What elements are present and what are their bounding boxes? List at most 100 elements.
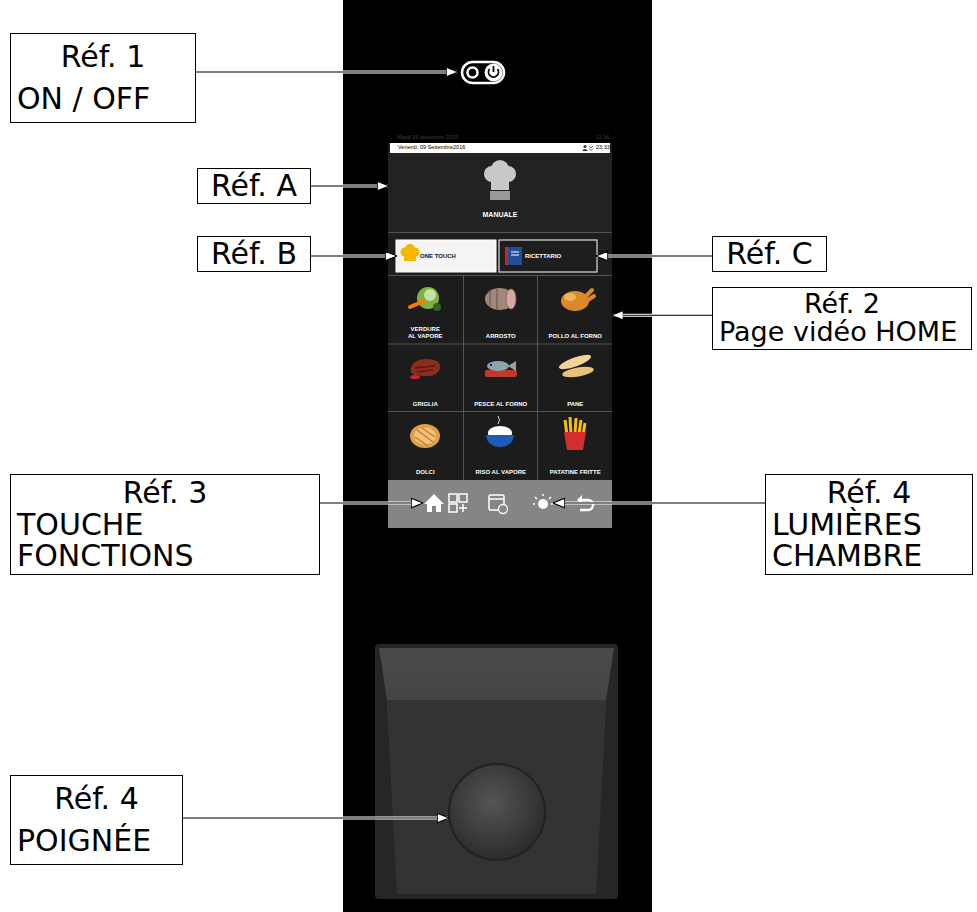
arrow-line xyxy=(613,315,713,316)
ghost-date: Mardi 29 décembre 2015 xyxy=(397,135,458,141)
callout-box: Réf. A xyxy=(197,168,311,204)
chicken-icon xyxy=(586,290,594,300)
vegetables-icon xyxy=(433,303,441,311)
program-tile: ARROSTO xyxy=(464,276,539,344)
light-key-icon xyxy=(538,499,548,509)
calendar-key-icon xyxy=(489,495,508,514)
steak-icon xyxy=(410,375,420,379)
light-key-icon xyxy=(533,494,553,504)
arrow-halo xyxy=(311,255,396,258)
callout-box: Réf. B xyxy=(197,236,311,272)
screen-label: ARROSTO xyxy=(486,333,516,340)
program-tile: VERDURE AL VAPORE xyxy=(388,276,463,344)
leader-lines xyxy=(318,502,422,505)
callout-ref: Réf. 4 xyxy=(772,477,966,509)
callout-text: ON / OFF xyxy=(17,78,189,120)
touch-screen xyxy=(390,143,610,153)
power-button xyxy=(468,68,478,78)
door-handle xyxy=(387,700,606,894)
control-panel xyxy=(343,0,652,912)
light-key-icon xyxy=(533,494,553,509)
home-key-icon xyxy=(424,494,444,512)
functions-key-icon xyxy=(449,494,457,502)
callout-ref: Réf. 1 xyxy=(17,36,189,78)
roast-icon xyxy=(485,288,515,310)
touch-screen xyxy=(388,233,612,276)
arrow-line xyxy=(311,185,388,186)
recipe-book-icon xyxy=(505,247,522,265)
screen-label: ONE TOUCH xyxy=(420,253,456,260)
vegetables-icon xyxy=(424,289,436,301)
arrow-line xyxy=(311,255,396,256)
chicken-icon xyxy=(561,290,594,311)
callout-ref: Réf. 2 xyxy=(719,290,965,318)
touch-screen xyxy=(388,133,612,528)
fish-icon xyxy=(485,361,517,377)
fish-icon xyxy=(485,370,517,377)
screen-tab: RICETTARIO xyxy=(499,240,597,272)
one-touch-icon xyxy=(401,244,420,261)
rice-icon xyxy=(486,416,514,447)
leader-lines xyxy=(318,502,422,503)
callout-ref: Réf. C xyxy=(719,239,820,269)
screen-label: PESCE AL FORNO xyxy=(474,401,527,408)
screen-label: RICETTARIO xyxy=(525,253,561,260)
callout-arrow xyxy=(311,256,396,257)
program-tile: RISO AL VAPORE xyxy=(464,412,539,480)
rice-icon xyxy=(486,435,514,447)
screen-tab: ONE TOUCH xyxy=(396,240,496,272)
power-button xyxy=(485,64,503,82)
steak-icon xyxy=(411,359,440,376)
chef-hat-icon xyxy=(484,160,516,200)
program-tile: PATATINE FRITTE xyxy=(538,412,613,480)
pie-icon xyxy=(410,424,440,448)
power-button xyxy=(493,66,495,72)
one-touch-icon xyxy=(404,252,416,261)
leader-lines xyxy=(181,72,767,818)
callout-ref: Réf. A xyxy=(204,171,304,201)
callout-arrow xyxy=(311,186,388,187)
arrow-halo xyxy=(597,255,712,258)
program-tile: GRIGLIA xyxy=(388,345,463,413)
calendar-key-icon xyxy=(489,498,504,500)
door-handle xyxy=(449,764,545,860)
steak-icon xyxy=(410,359,440,379)
callout-arrow xyxy=(597,256,712,257)
screen-label: DOLCI xyxy=(416,469,435,476)
power-button xyxy=(462,62,504,83)
callout-ref: Réf. B xyxy=(204,239,304,269)
screen-label: PATATINE FRITTE xyxy=(550,469,601,476)
screen-label: GRIGLIA xyxy=(413,401,438,408)
screen-label: VERDURE AL VAPORE xyxy=(407,326,444,340)
steak-icon xyxy=(415,366,435,372)
leader-lines xyxy=(181,817,448,818)
leader-lines xyxy=(181,817,448,820)
program-tile: POLLO AL FORNO xyxy=(538,276,613,344)
calendar-key-icon xyxy=(499,505,508,514)
fish-icon xyxy=(508,361,516,371)
door-handle xyxy=(375,644,618,899)
touch-screen xyxy=(396,240,496,272)
screen-label: RISO AL VAPORE xyxy=(475,469,526,476)
roast-icon xyxy=(506,289,516,309)
touch-screen xyxy=(463,276,464,480)
functions-key-icon xyxy=(459,504,467,512)
callout-box: Réf. 2Page vidéo HOME xyxy=(712,287,972,350)
functions-key-icon xyxy=(449,494,467,512)
recipe-book-icon xyxy=(505,247,508,265)
touch-screen xyxy=(388,344,612,345)
vegetables-icon xyxy=(410,287,441,311)
functions-key-icon xyxy=(449,504,457,512)
status-icons xyxy=(584,145,587,148)
recipe-book-icon xyxy=(511,252,519,255)
callout-box: Réf. 1ON / OFF xyxy=(10,33,196,123)
vegetables-icon xyxy=(410,301,424,307)
chicken-icon xyxy=(564,293,576,301)
fish-icon xyxy=(487,361,509,371)
arrow-line xyxy=(597,255,712,256)
door-handle xyxy=(375,644,618,899)
door-handle xyxy=(379,648,614,894)
status-icons xyxy=(582,145,593,151)
fries-icon xyxy=(564,432,586,450)
callout-box: Réf. 4LUMIÈRES CHAMBRE xyxy=(765,474,973,575)
